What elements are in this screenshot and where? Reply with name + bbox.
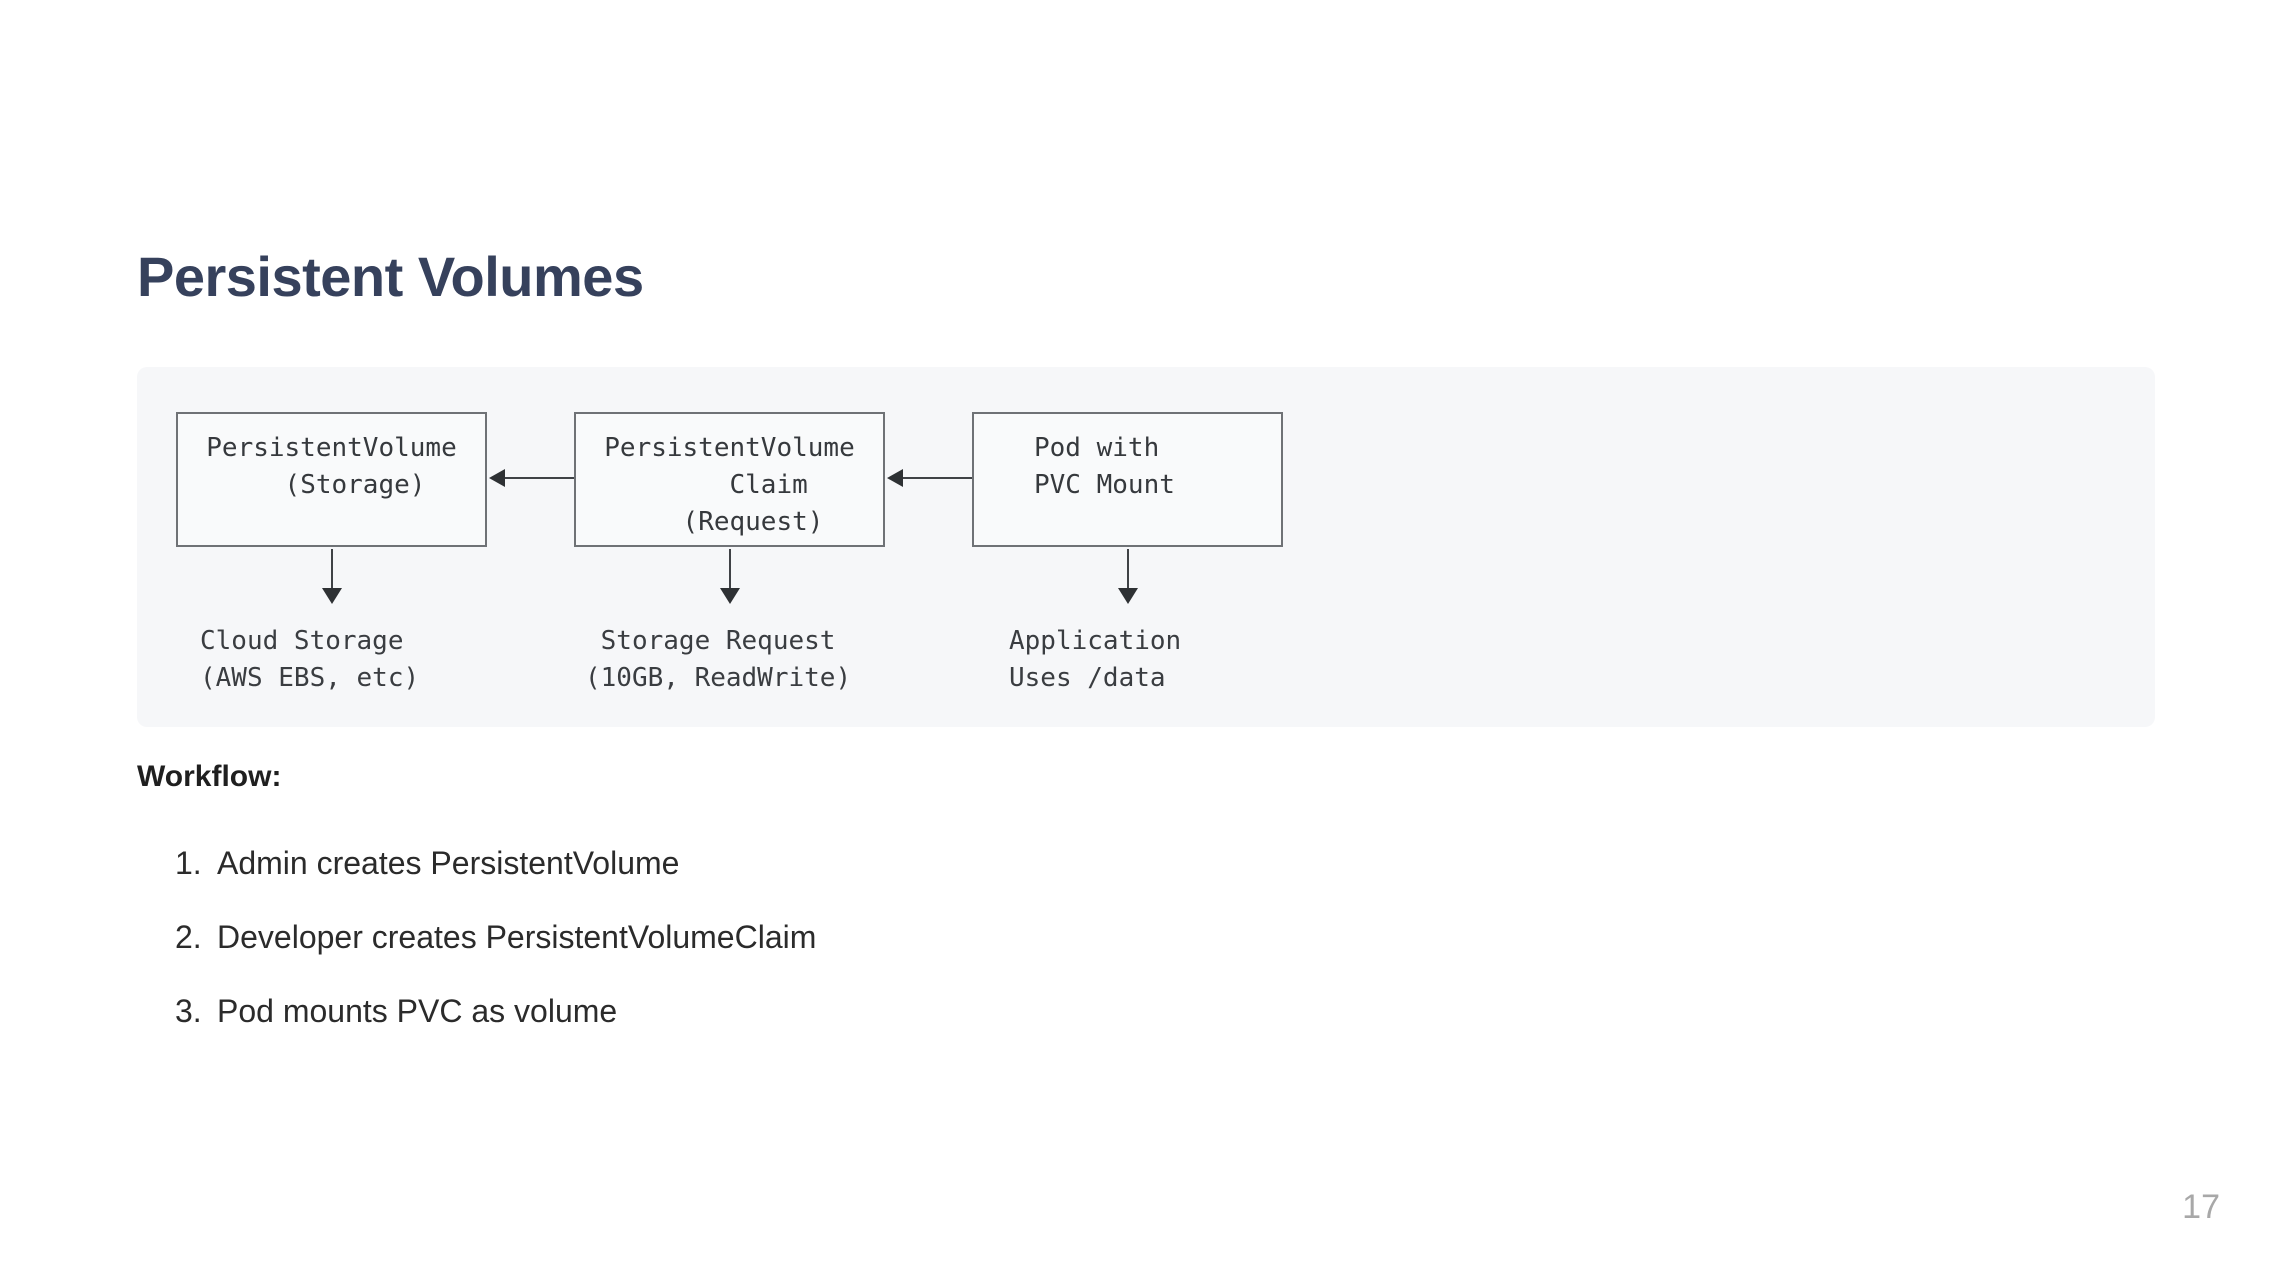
workflow-list: 1. Admin creates PersistentVolume 2. Dev… (175, 845, 1775, 1067)
page-title: Persistent Volumes (137, 245, 644, 308)
page-number: 17 (2182, 1188, 2220, 1226)
diagram-panel: PersistentVolume (Storage) PersistentVol… (137, 367, 2155, 727)
list-item: 3. Pod mounts PVC as volume (175, 993, 1775, 1030)
arrow-head-claim-to-volume (489, 469, 505, 487)
arrow-shaft-claim-to-volume (503, 477, 574, 479)
list-item-number: 2. (175, 919, 202, 955)
list-item-number: 3. (175, 993, 202, 1029)
diagram-box-persistent-volume-claim: PersistentVolume Claim (Request) (574, 412, 885, 547)
list-item: 1. Admin creates PersistentVolume (175, 845, 1775, 882)
list-item-label: Admin creates PersistentVolume (217, 845, 680, 881)
arrow-shaft-pod-to-claim (901, 477, 972, 479)
diagram-caption-storage-request: Storage Request (10GB, ReadWrite) (585, 626, 852, 693)
list-item: 2. Developer creates PersistentVolumeCla… (175, 919, 1775, 956)
diagram-box-persistent-volume: PersistentVolume (Storage) (176, 412, 487, 547)
arrow-head-pod-to-application (1118, 588, 1138, 604)
diagram-caption-application-uses-data: Application Uses /data (1009, 626, 1182, 693)
arrow-shaft-pod-to-application (1127, 549, 1129, 590)
arrow-shaft-claim-to-storage-request (729, 549, 731, 590)
diagram-caption-cloud-storage: Cloud Storage (AWS EBS, etc) (200, 626, 420, 693)
list-item-number: 1. (175, 845, 202, 881)
diagram-box-pod-with-pvc-mount: Pod with PVC Mount (972, 412, 1283, 547)
arrow-head-pod-to-claim (887, 469, 903, 487)
list-item-label: Developer creates PersistentVolumeClaim (217, 919, 817, 955)
arrow-head-claim-to-storage-request (720, 588, 740, 604)
workflow-heading: Workflow: (137, 760, 282, 793)
arrow-shaft-volume-to-cloud-storage (331, 549, 333, 590)
arrow-head-volume-to-cloud-storage (322, 588, 342, 604)
list-item-label: Pod mounts PVC as volume (217, 993, 618, 1029)
